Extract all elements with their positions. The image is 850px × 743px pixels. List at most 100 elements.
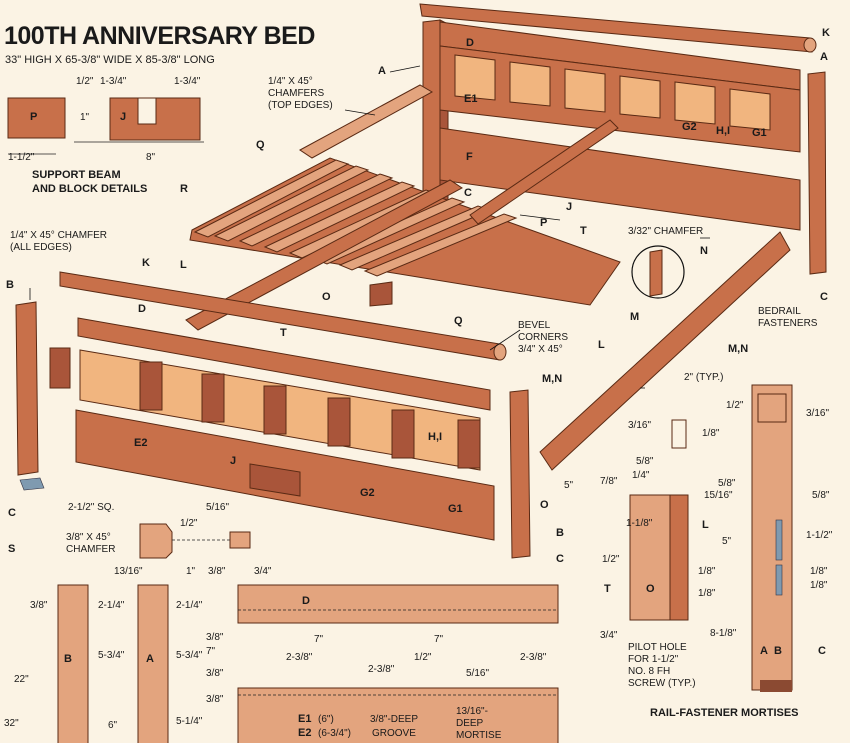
part-label: Q [454,315,463,327]
dim-label: 1" [186,566,196,577]
part-label: B [6,279,14,291]
footboard-panels [49,347,481,471]
dim-label: 8" [146,152,156,163]
support-block-j [249,463,301,497]
part-label: D [466,37,474,49]
part-label: D [138,303,146,315]
part-label: O [646,583,655,595]
chamfer-332-label: 3/32" CHAMFER [628,226,704,237]
dim-label: 1/8" [698,588,716,599]
part-label: G2 [360,487,375,499]
bevel-label: 3/4" X 45° [518,344,563,355]
part-label: C [556,553,564,565]
groove-label: 3/8"-DEEP [370,714,419,725]
mortise-view-right [751,384,793,692]
dim-label: 1/2" [726,400,744,411]
dim-label: 7" [314,634,324,645]
groove-label: E2 [298,727,312,739]
part-label: G1 [752,127,767,139]
dim-label: 2-3/8" [520,652,547,663]
chamfer-all-label: (ALL EDGES) [10,242,72,253]
part-label: A [378,65,386,77]
dim-label: 5" [722,536,732,547]
part-label: K [142,257,150,269]
headboard-post-b [807,71,827,275]
dim-label: 5-3/4" [98,650,125,661]
footboard-rail-k [59,271,507,361]
chamfer-top-label: CHAMFERS [268,88,325,99]
groove-label: (6-3/4") [318,728,352,739]
groove-label: 13/16"- [456,706,488,717]
dim-label: 3/4" [600,630,618,641]
part-label: J [566,201,573,213]
dim-label: 1-3/4" [174,76,201,87]
dim-label: 7" [434,634,444,645]
pilot-label: SCREW (TYP.) [628,678,696,689]
part-label: F [466,151,473,163]
part-label: L [180,259,187,271]
groove-label: (6") [318,714,334,725]
support-heading: AND BLOCK DETAILS [32,183,148,195]
dim-label: 2-3/8" [286,652,313,663]
chamfer-top-label: (TOP EDGES) [268,100,333,111]
subtitle: 33" HIGH X 65-3/8" WIDE X 85-3/8" LONG [5,54,215,66]
dim-label: 5/8" [718,478,736,489]
dim-label: 5/8" [636,456,654,467]
dim-label: 3/16" [628,420,652,431]
dim-label: 3/8" [208,566,226,577]
bevel-label: CORNERS [518,332,569,343]
dim-label: 7/8" [600,476,618,487]
post-cap-label: 3/8" X 45° [66,532,111,543]
part-label: T [280,327,287,339]
part-label: A [820,51,828,63]
part-label-j: J [120,111,127,123]
dim-label: 5/8" [812,490,830,501]
part-label: T [580,225,587,237]
dim-label: 3/4" [254,566,272,577]
part-label: C [818,645,826,657]
dim-label: 13/16" [114,566,143,577]
part-label: C [8,507,16,519]
part-label: L [598,339,605,351]
part-label: A [760,645,768,657]
dim-label: 2-1/4" [98,600,125,611]
dim-label: 2-3/8" [368,664,395,675]
dim-label: 15/16" [704,490,733,501]
post-cap-label: 2-1/2" SQ. [68,502,115,513]
chamfer-all-label: 1/4" X 45° CHAMFER [10,230,108,241]
dim-label: 2" (TYP.) [684,372,724,383]
bevel-label: BEVEL [518,320,551,331]
pilot-label: FOR 1-1/2" [628,654,679,665]
footboard-rail-d [77,317,491,411]
foot-post-b-left [15,301,45,491]
rail-k [419,3,817,53]
dim-label: 5-1/4" [176,716,203,727]
dim-label: 1/8" [698,566,716,577]
dim-label: 1/4" [632,470,650,481]
part-label: M,N [542,373,563,385]
part-label: D [302,595,310,607]
part-label: B [774,645,782,657]
part-label: G1 [448,503,463,515]
part-label: E2 [134,437,148,449]
support-beam-p [469,119,619,225]
dim-label: 1/2" [76,76,94,87]
part-label: M [630,311,640,323]
dim-label: 3/8" [30,600,48,611]
section-views [57,584,559,743]
dim-label: 1-1/2" [806,530,833,541]
part-label: J [230,455,237,467]
part-label: N [700,245,708,257]
dim-label: 5" [564,480,574,491]
chamfer-top-label: 1/4" X 45° [268,76,313,87]
headboard-panels [439,45,801,153]
part-label: A [146,653,154,665]
part-label: E1 [464,93,478,105]
part-label: C [464,187,472,199]
part-label: O [540,499,549,511]
dim-label: 1/8" [810,566,828,577]
part-label: G2 [682,121,697,133]
dim-label: 1-1/2" [8,152,35,163]
